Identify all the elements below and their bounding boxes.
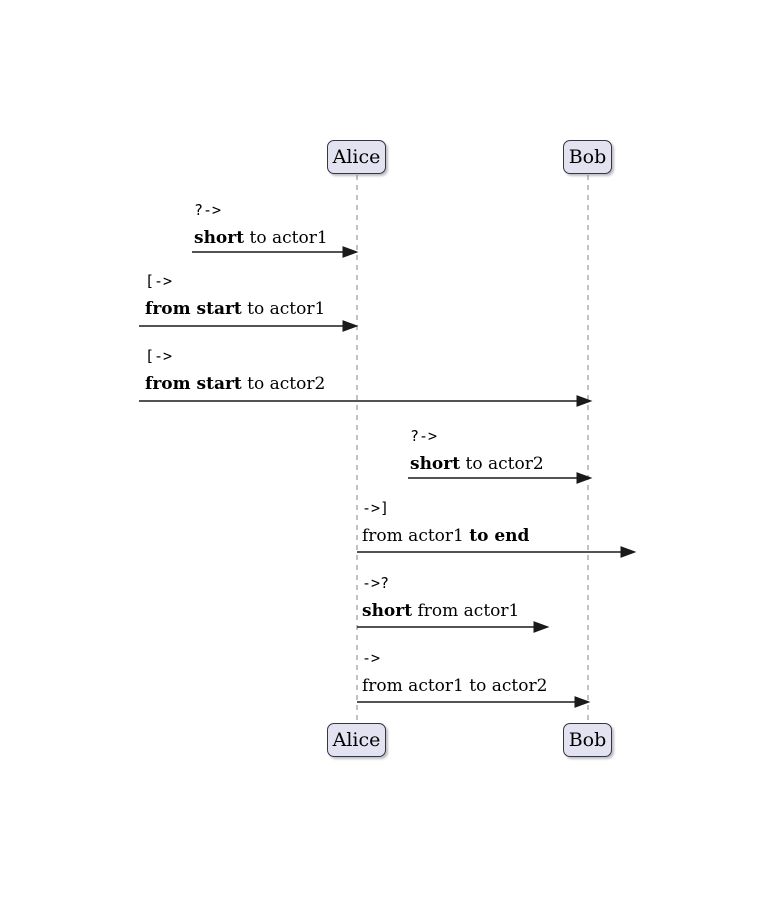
actor-bob-bottom-label: Bob [568, 729, 607, 751]
arrow-from-start-to-actor2 [139, 395, 593, 407]
actor-alice-bottom-label: Alice [332, 729, 381, 751]
actor-alice-top: Alice [327, 140, 386, 174]
message-4-operator: ?-> [410, 427, 438, 445]
message-4-label: short to actor2 [410, 454, 544, 474]
message-6: ->? short from actor1 [362, 572, 519, 623]
message-6-operator: ->? [362, 574, 390, 592]
message-7-operator: -> [362, 649, 381, 667]
message-1: ?-> short to actor1 [194, 199, 328, 250]
message-5: ->] from actor1 to end [362, 497, 529, 548]
message-3-label: from start to actor2 [145, 374, 326, 394]
arrow-short-to-actor1 [192, 246, 359, 258]
message-5-label: from actor1 to end [362, 526, 530, 546]
message-3-operator: [-> [145, 347, 173, 365]
arrow-short-from-actor1 [357, 621, 550, 633]
message-1-label: short to actor1 [194, 228, 328, 248]
message-2-label: from start to actor1 [145, 299, 326, 319]
arrow-short-to-actor2 [408, 472, 593, 484]
actor-alice-top-label: Alice [332, 146, 381, 168]
message-6-label: short from actor1 [362, 601, 520, 621]
arrow-from-actor1-to-end [357, 546, 637, 558]
actor-bob-top-label: Bob [568, 146, 607, 168]
arrow-from-start-to-actor1 [139, 320, 359, 332]
message-4: ?-> short to actor2 [410, 425, 544, 476]
actor-bob-top: Bob [563, 140, 612, 174]
message-2-operator: [-> [145, 272, 173, 290]
arrow-from-actor1-to-actor2 [357, 696, 591, 708]
actor-bob-bottom: Bob [563, 723, 612, 757]
message-3: [-> from start to actor2 [145, 345, 325, 396]
message-2: [-> from start to actor1 [145, 270, 325, 321]
message-5-operator: ->] [362, 499, 390, 517]
actor-alice-bottom: Alice [327, 723, 386, 757]
message-7: -> from actor1 to actor2 [362, 647, 547, 698]
message-1-operator: ?-> [194, 201, 222, 219]
message-7-label: from actor1 to actor2 [362, 676, 548, 696]
